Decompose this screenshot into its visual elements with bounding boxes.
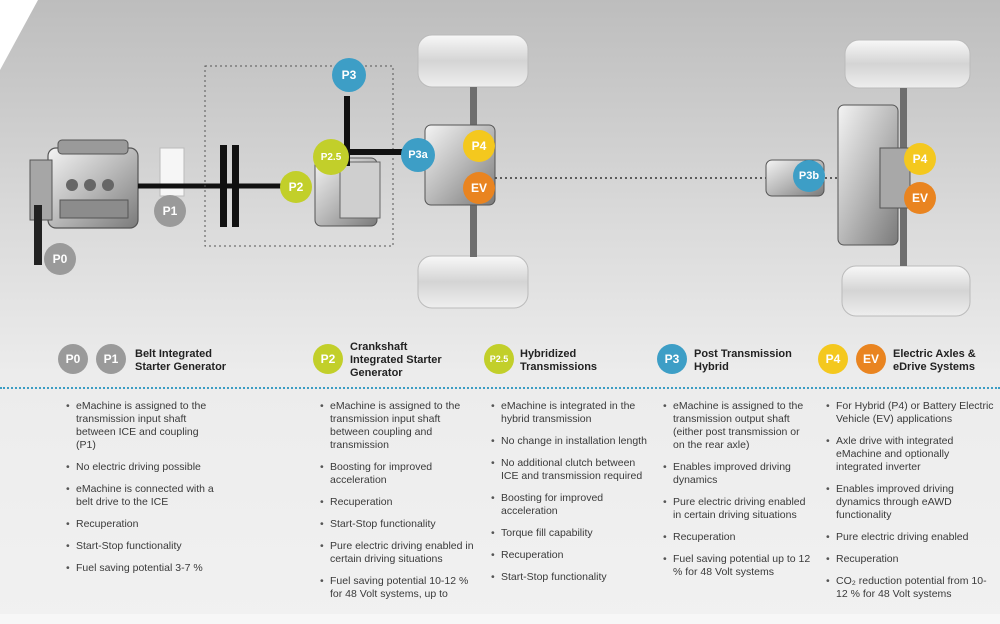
hybrid-module-outline (204, 65, 394, 247)
list-item: No electric driving possible (66, 461, 221, 474)
legend-title-crankshaft: Crankshaft Integrated Starter Generator (350, 341, 442, 379)
p3-shaft (344, 96, 350, 166)
legend-badge-p0: P0 (58, 344, 88, 374)
list-item: Recuperation (491, 549, 651, 562)
clutch-plate-right (232, 145, 239, 227)
badge-p3: P3 (332, 58, 366, 92)
legend-badge-ev: EV (856, 344, 886, 374)
clutch-plate-left (220, 145, 227, 227)
list-item: Enables improved driving dynamics (663, 461, 813, 487)
list-item: Fuel saving potential up to 12 % for 48 … (663, 553, 813, 579)
engine (29, 139, 139, 265)
section-divider (0, 387, 1000, 389)
badge-p2: P2 (280, 171, 312, 203)
list-item: Axle drive with integrated eMachine and … (826, 435, 994, 474)
badge-ev-rear: EV (904, 182, 936, 214)
list-item: Recuperation (66, 518, 221, 531)
list-item: eMachine is assigned to the transmission… (663, 400, 813, 452)
feature-list: eMachine is assigned to the transmission… (320, 400, 480, 601)
badge-p0: P0 (44, 243, 76, 275)
column-p2-5: eMachine is integrated in the hybrid tra… (491, 400, 651, 593)
list-item: For Hybrid (P4) or Battery Electric Vehi… (826, 400, 994, 426)
list-item: Enables improved driving dynamics throug… (826, 483, 994, 522)
list-item: eMachine is integrated in the hybrid tra… (491, 400, 651, 426)
list-item: Recuperation (826, 553, 994, 566)
legend-title-post-transmission: Post Transmission Hybrid (694, 348, 792, 373)
badge-p3b: P3b (793, 160, 825, 192)
list-item: Torque fill capability (491, 527, 651, 540)
badge-p1: P1 (154, 195, 186, 227)
list-item: Recuperation (320, 496, 480, 509)
list-item: Start-Stop functionality (491, 571, 651, 584)
feature-list: eMachine is integrated in the hybrid tra… (491, 400, 651, 584)
list-item: Boosting for improved acceleration (320, 461, 480, 487)
list-item: Pure electric driving enabled in certain… (663, 496, 813, 522)
badge-p2-5: P2.5 (313, 139, 349, 175)
front-axle (417, 34, 529, 309)
list-item: Recuperation (663, 531, 813, 544)
legend-title-electric-axles: Electric Axles & eDrive Systems (893, 348, 976, 373)
list-item: eMachine is connected with a belt drive … (66, 483, 221, 509)
feature-list: For Hybrid (P4) or Battery Electric Vehi… (826, 400, 994, 601)
legend-badge-p2-5: P2.5 (484, 344, 514, 374)
badge-p4-rear: P4 (904, 143, 936, 175)
list-item: Start-Stop functionality (320, 518, 480, 531)
column-p2: eMachine is assigned to the transmission… (320, 400, 480, 610)
badge-p3a: P3a (401, 138, 435, 172)
list-item: Fuel saving potential 3-7 % (66, 562, 221, 575)
list-item: Boosting for improved acceleration (491, 492, 651, 518)
column-p4-ev: For Hybrid (P4) or Battery Electric Vehi… (826, 400, 994, 610)
list-item: eMachine is assigned to the transmission… (320, 400, 480, 452)
list-item: No additional clutch between ICE and tra… (491, 457, 651, 483)
transmission (314, 157, 381, 227)
list-item: Pure electric driving enabled in certain… (320, 540, 480, 566)
powertrain-diagram (29, 34, 971, 317)
legend-title-hybridized: Hybridized Transmissions (520, 348, 598, 373)
rear-axle (837, 39, 971, 317)
list-item: Fuel saving potential 10-12 % for 48 Vol… (320, 575, 480, 601)
list-item: Start-Stop functionality (66, 540, 221, 553)
legend-badge-p2: P2 (313, 344, 343, 374)
legend-badge-p3: P3 (657, 344, 687, 374)
legend-badge-p1: P1 (96, 344, 126, 374)
bottom-strip (0, 614, 1000, 624)
feature-list: eMachine is assigned to the transmission… (663, 400, 813, 579)
feature-list: eMachine is assigned to the transmission… (66, 400, 221, 575)
list-item: Pure electric driving enabled (826, 531, 994, 544)
list-item: eMachine is assigned to the transmission… (66, 400, 221, 452)
p1-housing (159, 147, 185, 197)
list-item: CO₂ reduction potential from 10-12 % for… (826, 575, 994, 601)
page-corner (0, 0, 38, 70)
legend-badge-p4: P4 (818, 344, 848, 374)
list-item: No change in installation length (491, 435, 651, 448)
badge-ev-front: EV (463, 172, 495, 204)
badge-p4-front: P4 (463, 130, 495, 162)
column-p3: eMachine is assigned to the transmission… (663, 400, 813, 588)
legend-title-belt: Belt Integrated Starter Generator (135, 348, 227, 373)
column-p0-p1: eMachine is assigned to the transmission… (66, 400, 221, 584)
